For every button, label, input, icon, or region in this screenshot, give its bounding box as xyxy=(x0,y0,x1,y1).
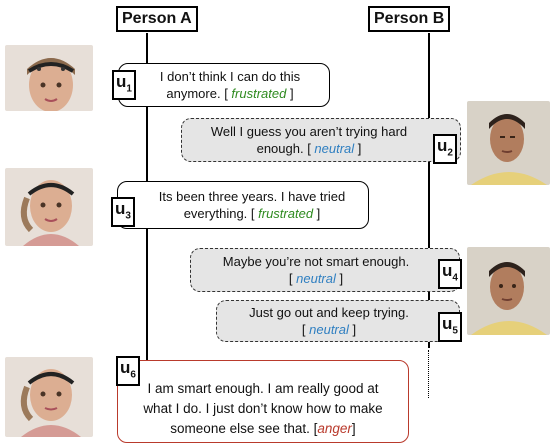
utterance-text: someone else see that. [ xyxy=(170,420,318,436)
utterance-tag-u6: u6 xyxy=(116,356,140,387)
person-a-timeline xyxy=(146,33,148,433)
person-b-timeline xyxy=(428,33,430,348)
utterance-bubble-u5: Just go out and keep trying. [ neutral ] xyxy=(216,300,460,342)
utterance-text: Well I guess you aren’t trying hard xyxy=(210,124,408,139)
utterance-text: everything. [ xyxy=(183,206,259,221)
utterance-tag-u4: u4 xyxy=(438,259,462,290)
person-a-face-image xyxy=(5,45,93,111)
utterance-text: anymore. [ xyxy=(166,86,232,101)
utterance-text: Maybe you’re not smart enough. xyxy=(222,254,410,269)
utterance-text: [ xyxy=(288,271,297,286)
utterance-text: Just go out and keep trying. xyxy=(249,305,409,320)
utterance-bubble-u3: Its been three years. I have tried every… xyxy=(117,181,369,229)
person-a-face-image xyxy=(5,168,93,246)
person-b-face-image xyxy=(467,247,550,335)
emotion-label: neutral xyxy=(314,141,355,156)
utterance-tag-u1: u1 xyxy=(112,70,136,101)
utterance-text: Its been three years. I have tried xyxy=(158,189,346,204)
utterance-text: ] xyxy=(348,322,357,337)
utterance-tag-u2: u2 xyxy=(433,134,457,165)
utterance-text: [ xyxy=(301,322,310,337)
utterance-text: what I do. I just don’t know how to make xyxy=(143,400,383,416)
utterance-text: I don’t think I can do this xyxy=(159,69,301,84)
utterance-tag-u5: u5 xyxy=(438,312,462,343)
utterance-bubble-u1: I don’t think I can do this anymore. [ f… xyxy=(118,63,330,107)
emotion-label: anger xyxy=(317,420,352,436)
person-a-label: Person A xyxy=(116,6,198,32)
emotion-label: neutral xyxy=(296,271,336,286)
person-b-timeline-continuation xyxy=(428,350,429,398)
utterance-bubble-u4: Maybe you’re not smart enough. [ neutral… xyxy=(190,248,460,292)
utterance-text: ] xyxy=(313,206,321,221)
person-b-label: Person B xyxy=(368,6,451,32)
utterance-text: ] xyxy=(351,420,356,436)
utterance-tag-u3: u3 xyxy=(111,197,135,228)
utterance-text: ] xyxy=(286,86,294,101)
emotion-label: frustrated xyxy=(258,206,314,221)
emotion-label: neutral xyxy=(309,322,349,337)
person-a-face-image xyxy=(5,357,93,437)
utterance-text: I am smart enough. I am really good at xyxy=(147,380,379,396)
utterance-bubble-u6: I am smart enough. I am really good at w… xyxy=(117,360,409,443)
emotion-label: frustrated xyxy=(231,86,287,101)
utterance-text: ] xyxy=(335,271,344,286)
utterance-bubble-u2: Well I guess you aren’t trying hard enou… xyxy=(181,118,461,162)
person-b-face-image xyxy=(467,101,550,185)
utterance-text: ] xyxy=(354,141,362,156)
utterance-text: enough. [ xyxy=(256,141,315,156)
